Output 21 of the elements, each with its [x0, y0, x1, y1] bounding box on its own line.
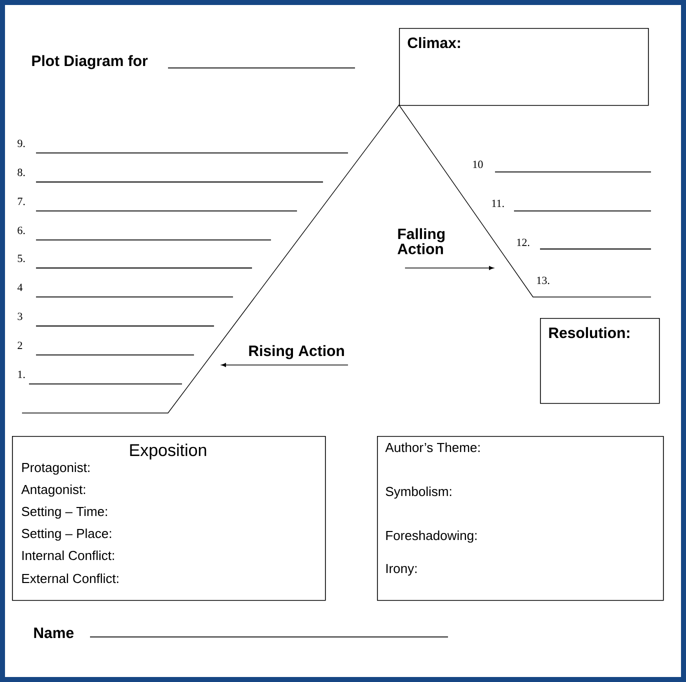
line-number: 11. [492, 200, 504, 208]
text-box: Author’s Theme: Symbolism: Foreshadowing: Irony: [377, 436, 664, 601]
line-number: 8. [18, 168, 25, 176]
stage-label: Falling Action [398, 228, 445, 254]
line-number: 9. [18, 140, 25, 148]
line-number: 13. [537, 276, 550, 284]
line-number: 10 [473, 160, 483, 168]
line-number: 12. [517, 238, 530, 246]
text-box: Climax: [399, 28, 649, 106]
line-number: 5. [18, 254, 25, 262]
name-label: Name [34, 628, 74, 638]
line-number: 2 [18, 342, 22, 349]
line-number: 1. [18, 370, 25, 378]
stage-label: Rising Action [249, 345, 344, 360]
title: Plot Diagram for [32, 55, 148, 70]
line-number: 3 [18, 312, 22, 320]
line-number: 7. [18, 198, 25, 206]
line-number: 4 [17, 284, 23, 291]
text-box: Exposition Protagonist: Antagonist: Setting – Time: Setting – Place: Internal Conflict: External Conflict: [12, 436, 326, 601]
line-number: 6. [18, 226, 25, 234]
text-box: Resolution: [540, 318, 660, 404]
